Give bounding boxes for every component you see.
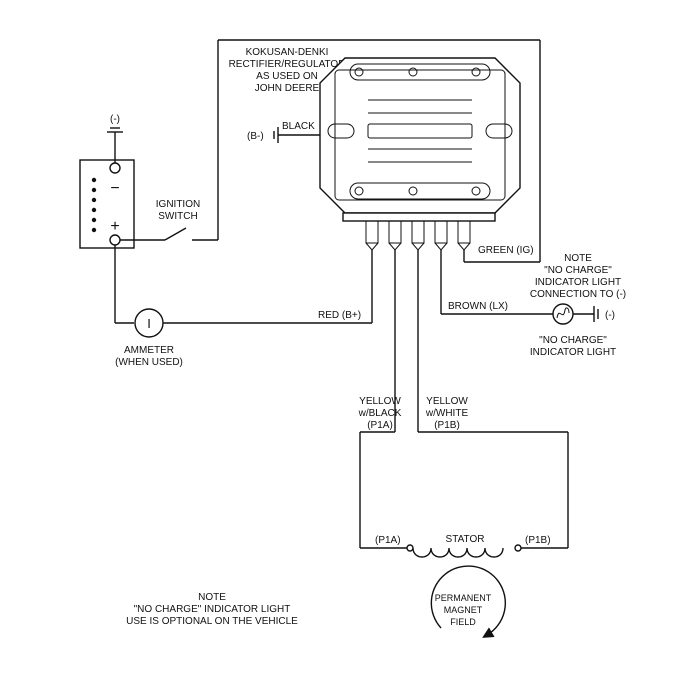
note-right-line-2: "NO CHARGE" bbox=[544, 265, 612, 276]
yellow-white-label-2: w/WHITE bbox=[425, 408, 469, 419]
side-slot-left bbox=[327, 123, 355, 139]
mount-hole-bl bbox=[354, 186, 364, 196]
battery-cell-1 bbox=[91, 177, 97, 183]
black-label: BLACK bbox=[282, 121, 315, 132]
battery-neg-label: (-) bbox=[110, 114, 120, 125]
connector-yellow-black bbox=[388, 220, 402, 244]
yellow-black-label-3: (P1A) bbox=[367, 420, 393, 431]
note-bottom-line-1: NOTE bbox=[198, 592, 226, 603]
ignition-label-2: SWITCH bbox=[158, 211, 197, 222]
battery-cell-6 bbox=[91, 227, 97, 233]
battery-pos-terminal bbox=[109, 234, 121, 246]
red-circuit: I AMMETER (WHEN USED) RED (B+) bbox=[114, 245, 373, 368]
ammeter-label-1: AMMETER bbox=[124, 345, 174, 356]
stator-circuit: STATOR (P1A) (P1B) YELLOW w/BLACK (P1A) … bbox=[358, 250, 569, 558]
yellow-black-label-2: w/BLACK bbox=[358, 408, 402, 419]
switch-blade bbox=[164, 227, 187, 241]
battery-plus-sign: + bbox=[110, 218, 119, 235]
yellow-white-label-3: (P1B) bbox=[434, 420, 460, 431]
battery-cell-4 bbox=[91, 207, 97, 213]
ignition-label-1: IGNITION bbox=[156, 199, 200, 210]
stator-label: STATOR bbox=[446, 534, 485, 545]
note-right-line-3: INDICATOR LIGHT bbox=[535, 277, 621, 288]
connector-tip-5 bbox=[457, 242, 471, 251]
regulator-bottom-fin bbox=[349, 182, 491, 200]
connector-tip-1 bbox=[365, 242, 379, 251]
regulator-title-2: RECTIFIER/REGULATOR bbox=[229, 59, 346, 70]
connector-red bbox=[365, 220, 379, 244]
battery-cell-2 bbox=[91, 187, 97, 193]
fin-slot bbox=[367, 123, 473, 139]
connector-tip-2 bbox=[388, 242, 402, 251]
note-right-line-4: CONNECTION TO (-) bbox=[530, 289, 626, 300]
magnet-label-1: PERMANENT bbox=[435, 593, 492, 603]
stator-terminal-p1b: (P1B) bbox=[525, 535, 551, 546]
magnet-label-3: FIELD bbox=[450, 617, 476, 627]
note-right-line-1: NOTE bbox=[564, 253, 592, 264]
green-wire-label: GREEN (IG) bbox=[478, 245, 534, 256]
b-minus-label: (B-) bbox=[247, 131, 264, 142]
mount-hole-br bbox=[471, 186, 481, 196]
note-bottom-line-2: "NO CHARGE" INDICATOR LIGHT bbox=[134, 604, 291, 615]
regulator-base-plate bbox=[342, 212, 496, 222]
ammeter-label-2: (WHEN USED) bbox=[115, 357, 183, 368]
side-slot-right bbox=[485, 123, 513, 139]
stator-terminal-p1a: (P1A) bbox=[375, 535, 401, 546]
regulator-title-4: JOHN DEERE bbox=[255, 83, 320, 94]
rectifier-regulator: KOKUSAN-DENKI RECTIFIER/REGULATOR AS USE… bbox=[229, 47, 521, 251]
ignition-switch: IGNITION SWITCH bbox=[120, 39, 541, 263]
connector-brown bbox=[434, 220, 448, 244]
mount-hole-tr bbox=[471, 67, 481, 77]
yellow-black-label-1: YELLOW bbox=[359, 396, 401, 407]
note-bottom: NOTE "NO CHARGE" INDICATOR LIGHT USE IS … bbox=[126, 592, 298, 627]
regulator-title-1: KOKUSAN-DENKI bbox=[246, 47, 329, 58]
connector-green bbox=[457, 220, 471, 244]
stator-coil bbox=[412, 547, 504, 558]
indicator-ground-label: (-) bbox=[605, 310, 615, 321]
battery-cell-5 bbox=[91, 217, 97, 223]
connector-tip-3 bbox=[411, 242, 425, 251]
battery-cell-3 bbox=[91, 197, 97, 203]
connector-yellow-white bbox=[411, 220, 425, 244]
battery-body bbox=[79, 159, 135, 249]
note-bottom-line-3: USE IS OPTIONAL ON THE VEHICLE bbox=[126, 616, 298, 627]
stator-terminal-right bbox=[514, 544, 522, 552]
indicator-label-1: "NO CHARGE" bbox=[539, 335, 607, 346]
regulator-inner-frame bbox=[334, 69, 506, 201]
indicator-label-2: INDICATOR LIGHT bbox=[530, 347, 616, 358]
battery-neg-terminal bbox=[109, 162, 121, 174]
indicator-circuit: (-) BROWN (LX) "NO CHARGE" INDICATOR LIG… bbox=[440, 250, 616, 358]
lamp-filament bbox=[556, 307, 570, 319]
permanent-magnet-field: PERMANENT MAGNET FIELD bbox=[430, 565, 506, 638]
regulator-title-3: AS USED ON bbox=[256, 71, 318, 82]
mount-hole-tl bbox=[354, 67, 364, 77]
yellow-white-label-1: YELLOW bbox=[426, 396, 468, 407]
note-right: NOTE "NO CHARGE" INDICATOR LIGHT CONNECT… bbox=[530, 253, 626, 300]
indicator-lamp bbox=[552, 303, 574, 325]
ammeter-symbol: I bbox=[147, 316, 151, 331]
mount-hole-bc bbox=[408, 186, 418, 196]
stator-terminal-left bbox=[406, 544, 414, 552]
battery: − + (-) bbox=[79, 114, 135, 249]
connector-tip-4 bbox=[434, 242, 448, 251]
brown-wire-label: BROWN (LX) bbox=[448, 301, 508, 312]
red-wire-label: RED (B+) bbox=[318, 310, 361, 321]
mount-hole-tc bbox=[408, 67, 418, 77]
battery-minus-sign: − bbox=[110, 180, 119, 197]
regulator-top-fin bbox=[349, 63, 491, 81]
magnet-rotation-arrow bbox=[430, 565, 506, 638]
magnet-label-2: MAGNET bbox=[444, 605, 483, 615]
